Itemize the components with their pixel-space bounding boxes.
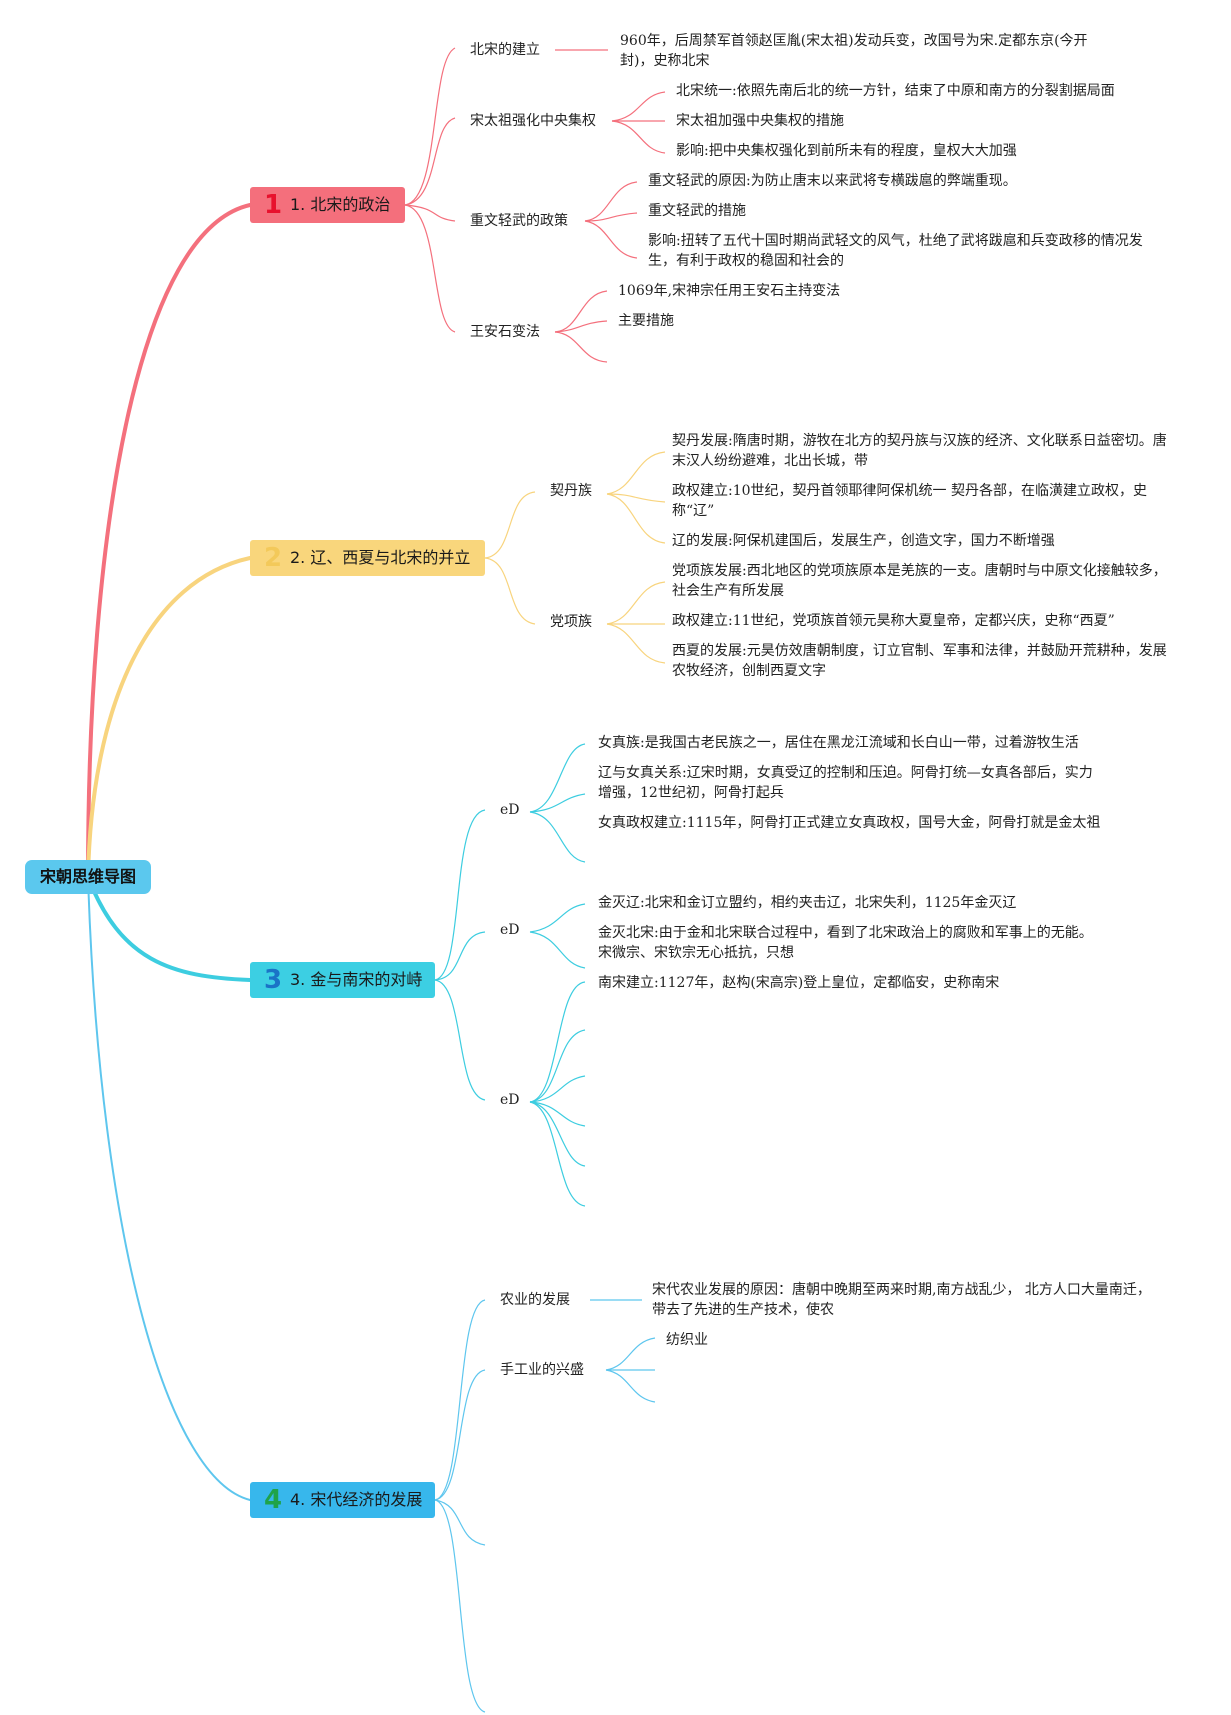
leaf-b3-jurchen: 女真族:是我国古老民族之一，居住在黑龙江流域和长白山一带，过着游牧生活 <box>598 735 1079 751</box>
leaf-b2-liao-dev: 辽的发展:阿保机建国后，发展生产，创造文字，国力不断增强 <box>672 533 1055 549</box>
edge-b3-t3-leaf3 <box>529 1075 586 1103</box>
edge-root-b3 <box>86 875 252 982</box>
edge-b2-t1-leaf1 <box>606 451 666 495</box>
edge-b2-t2 <box>484 557 536 625</box>
edge-b3-t1-leaf1 <box>529 743 586 813</box>
branch-3-node[interactable]: 3 3. 金与南宋的对峙 <box>250 962 435 998</box>
leaf-b3-southern-song: 南宋建立:1127年，赵构(宋高宗)登上皇位，定都临安，史称南宋 <box>598 975 1000 991</box>
topic-b4-handicraft[interactable]: 手工业的兴盛 <box>500 1362 584 1378</box>
edge-b3-t3-leaf6 <box>529 1101 586 1207</box>
edge-b3-t3-leaf4 <box>529 1101 586 1127</box>
edge-b1-t3-leaf1 <box>584 181 638 222</box>
edge-b4-t2-leaf3 <box>605 1369 656 1403</box>
topic-b2-tangut[interactable]: 党项族 <box>550 614 592 630</box>
topic-b2-khitan[interactable]: 契丹族 <box>550 483 592 499</box>
edge-b4-t3 <box>434 1499 486 1546</box>
edge-b3-t2-leaf2 <box>529 931 586 969</box>
topic-b1-wang-anshi[interactable]: 王安石变法 <box>470 324 540 340</box>
topic-b1-civil-policy[interactable]: 重文轻武的政策 <box>470 213 568 229</box>
edge-b3-t3 <box>434 979 486 1101</box>
edge-b1-t2 <box>404 117 456 206</box>
edge-b2-t1 <box>484 491 536 559</box>
root-node[interactable]: 宋朝思维导图 <box>25 860 151 894</box>
leaf-b2-xixia-founding: 政权建立:11世纪，党项族首领元昊称大夏皇帝，定都兴庆，史称“西夏” <box>672 613 1115 629</box>
leaf-b1-reform-measures: 主要措施 <box>618 313 674 329</box>
branch-1-number: 1 <box>264 190 283 220</box>
branch-2-number: 2 <box>264 543 283 573</box>
edge-b2-t1-leaf3 <box>606 493 666 544</box>
edge-b3-t3-leaf1 <box>529 981 586 1103</box>
branch-2-node[interactable]: 2 2. 辽、西夏与北宋的并立 <box>250 540 485 576</box>
edge-b4-t4 <box>434 1499 486 1713</box>
leaf-b3-jin-destroys-song: 金灭北宋:由于金和北宋联合过程中，看到了北宋政治上的腐败和军事上的无能。宋微宗、… <box>598 925 1093 961</box>
leaf-b2-khitan-dev: 契丹发展:隋唐时期，游牧在北方的契丹族与汉族的经济、文化联系日益密切。唐末汉人纷… <box>672 433 1167 469</box>
edge-b1-t3 <box>404 204 456 222</box>
edge-b3-t3-leaf2 <box>529 1029 586 1103</box>
edge-root-b4 <box>87 876 251 1501</box>
edge-b1-t4-leaf3 <box>554 331 608 363</box>
topic-b3-jin-conquest[interactable]: eD <box>500 922 520 938</box>
edge-b3-t3-leaf5 <box>529 1101 586 1167</box>
branch-1-label: 1. 北宋的政治 <box>290 195 391 214</box>
leaf-b1-founding: 960年，后周禁军首领赵匡胤(宋太祖)发动兵变，改国号为宋.定都东京(今开封)，… <box>620 33 1088 69</box>
leaf-b1-measures: 宋太祖加强中央集权的措施 <box>676 113 844 129</box>
leaf-b4-textile: 纺织业 <box>666 1332 708 1348</box>
leaf-b3-jin-founding: 女真政权建立:1115年，阿骨打正式建立女真政权，国号大金，阿骨打就是金太祖 <box>598 815 1101 831</box>
leaf-b2-xixia-dev: 西夏的发展:元昊仿效唐朝制度，订立官制、军事和法律，并鼓励开荒耕种，发展农牧经济… <box>672 643 1167 679</box>
edge-root-b2 <box>86 556 252 879</box>
edge-b1-t4 <box>404 204 456 333</box>
edge-b3-t1-leaf3 <box>529 811 586 863</box>
edge-b1-t3-leaf2 <box>584 212 638 222</box>
edge-b2-t2-leaf1 <box>606 581 666 625</box>
leaf-b3-jin-destroys-liao: 金灭辽:北宋和金订立盟约，相约夹击辽，北宋失利，1125年金灭辽 <box>598 895 1017 911</box>
branch-3-number: 3 <box>264 965 283 995</box>
leaf-b2-tangut-dev: 党项族发展:西北地区的党项族原本是羌族的一支。唐朝时与中原文化接触较多，社会生产… <box>672 563 1167 599</box>
leaf-b4-agriculture: 宋代农业发展的原因：唐朝中晚期至两来时期,南方战乱少， 北方人口大量南迁，带去了… <box>652 1282 1151 1318</box>
leaf-b1-impact: 影响:把中央集权强化到前所未有的程度，皇权大大加强 <box>676 143 1017 159</box>
branch-1-node[interactable]: 1 1. 北宋的政治 <box>250 187 405 223</box>
edge-b1-t3-leaf3 <box>584 220 638 259</box>
leaf-b1-civil-impact: 影响:扭转了五代十国时期尚武轻文的风气，杜绝了武将跋扈和兵变政移的情况发生，有利… <box>648 233 1143 269</box>
topic-b4-agriculture[interactable]: 农业的发展 <box>500 1292 570 1308</box>
edge-b3-t2-leaf1 <box>529 903 586 933</box>
leaf-b3-liao-jurchen: 辽与女真关系:辽宋时期，女真受辽的控制和压迫。阿骨打统—女真各部后，实力增强，1… <box>598 765 1093 801</box>
topic-b1-founding[interactable]: 北宋的建立 <box>470 42 540 58</box>
leaf-b1-unification: 北宋统一:依照先南后北的统一方针，结束了中原和南方的分裂割据局面 <box>676 83 1115 99</box>
edge-b1-t2-leaf1 <box>611 91 666 122</box>
edge-b1-t4-leaf1 <box>554 290 608 333</box>
edge-b3-t1 <box>434 809 486 981</box>
leaf-b1-reform-start: 1069年,宋神宗任用王安石主持变法 <box>618 283 841 299</box>
edge-root-b1 <box>86 203 252 879</box>
branch-4-node[interactable]: 4 4. 宋代经济的发展 <box>250 1482 435 1518</box>
edge-b1-t1 <box>404 47 456 206</box>
leaf-b2-liao-founding: 政权建立:10世纪，契丹首领耶律阿保机统一 契丹各部，在临潢建立政权，史称“辽” <box>672 483 1147 519</box>
edge-b4-t2-leaf1 <box>605 1337 656 1371</box>
edge-b4-t1 <box>434 1299 486 1501</box>
edge-b1-t2-leaf3 <box>611 120 666 154</box>
branch-4-label: 4. 宋代经济的发展 <box>290 1490 423 1509</box>
edge-b1-t4-leaf2 <box>554 320 608 333</box>
edge-b4-t2 <box>434 1369 486 1501</box>
branch-3-label: 3. 金与南宋的对峙 <box>290 970 423 989</box>
edge-b3-t2 <box>434 931 486 981</box>
edge-b2-t2-leaf3 <box>606 623 666 664</box>
leaf-b1-civil-measures: 重文轻武的措施 <box>648 203 746 219</box>
leaf-b1-civil-reason: 重文轻武的原因:为防止唐末以来武将专横跋扈的弊端重现。 <box>648 173 1017 189</box>
edge-b2-t1-leaf2 <box>606 493 666 503</box>
topic-b3-jurchen[interactable]: eD <box>500 802 520 818</box>
branch-2-label: 2. 辽、西夏与北宋的并立 <box>290 548 471 567</box>
edge-b3-t1-leaf2 <box>529 793 586 813</box>
branch-4-number: 4 <box>264 1485 283 1515</box>
topic-b1-centralization[interactable]: 宋太祖强化中央集权 <box>470 113 596 129</box>
topic-b3-southern-song[interactable]: eD <box>500 1092 520 1108</box>
